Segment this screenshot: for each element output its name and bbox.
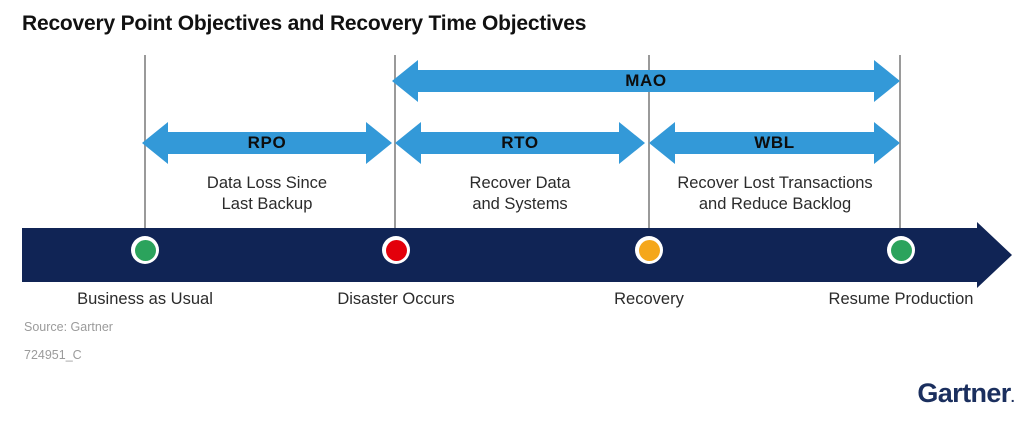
milestone-label-recovery: Recovery (614, 290, 684, 308)
arrow-mao: MAO (392, 60, 900, 102)
gartner-logo-text: Gartner (917, 378, 1011, 408)
source-attribution: Source: Gartner (24, 320, 113, 334)
caption-rpo-line1: Data Loss Since (206, 174, 328, 192)
arrow-rpo-shape (142, 122, 392, 164)
dot-fill-red (385, 239, 407, 261)
caption-wbl-line2: and Reduce Backlog (698, 195, 852, 213)
dot-fill-green-2 (890, 239, 912, 261)
arrow-rpo: RPO (142, 122, 392, 164)
arrow-wbl-label: WBL (754, 133, 795, 152)
milestone-label-disaster-occurs: Disaster Occurs (337, 290, 455, 308)
milestone-dot-recovery[interactable] (635, 236, 663, 264)
caption-wbl-line1: Recover Lost Transactions (677, 174, 873, 192)
dot-fill-green (134, 239, 156, 261)
gartner-logo-mark: . (1010, 389, 1015, 405)
arrow-rto-label: RTO (501, 133, 539, 152)
caption-rto: Recover Data and Systems (395, 173, 645, 215)
arrow-mao-label: MAO (625, 71, 667, 90)
milestone-dot-disaster-occurs[interactable] (382, 236, 410, 264)
gartner-logo: Gartner. (917, 378, 1014, 409)
timeline-bar (22, 222, 1012, 288)
milestone-label-resume-production: Resume Production (828, 290, 974, 308)
caption-rto-line1: Recover Data (469, 174, 571, 192)
caption-wbl: Recover Lost Transactions and Reduce Bac… (645, 173, 905, 215)
guide-line-recovery (648, 55, 650, 230)
milestone-label-business-as-usual: Business as Usual (77, 290, 213, 308)
dot-fill-orange (638, 239, 660, 261)
guide-line-disaster-occurs (394, 55, 396, 230)
guide-line-resume-production (899, 55, 901, 230)
arrow-mao-shape (392, 60, 900, 102)
caption-rto-line2: and Systems (472, 195, 568, 213)
caption-rpo-line2: Last Backup (221, 195, 313, 213)
milestone-dot-resume-production[interactable] (887, 236, 915, 264)
milestone-dot-business-as-usual[interactable] (131, 236, 159, 264)
page-title: Recovery Point Objectives and Recovery T… (22, 12, 587, 35)
caption-rpo: Data Loss Since Last Backup (142, 173, 392, 215)
arrow-wbl: WBL (649, 122, 900, 164)
arrow-rto: RTO (395, 122, 645, 164)
arrow-wbl-shape (649, 122, 900, 164)
arrow-rpo-label: RPO (247, 133, 287, 152)
arrow-rto-shape (395, 122, 645, 164)
document-id: 724951_C (24, 348, 82, 362)
timeline-arrow-shape (22, 222, 1012, 288)
